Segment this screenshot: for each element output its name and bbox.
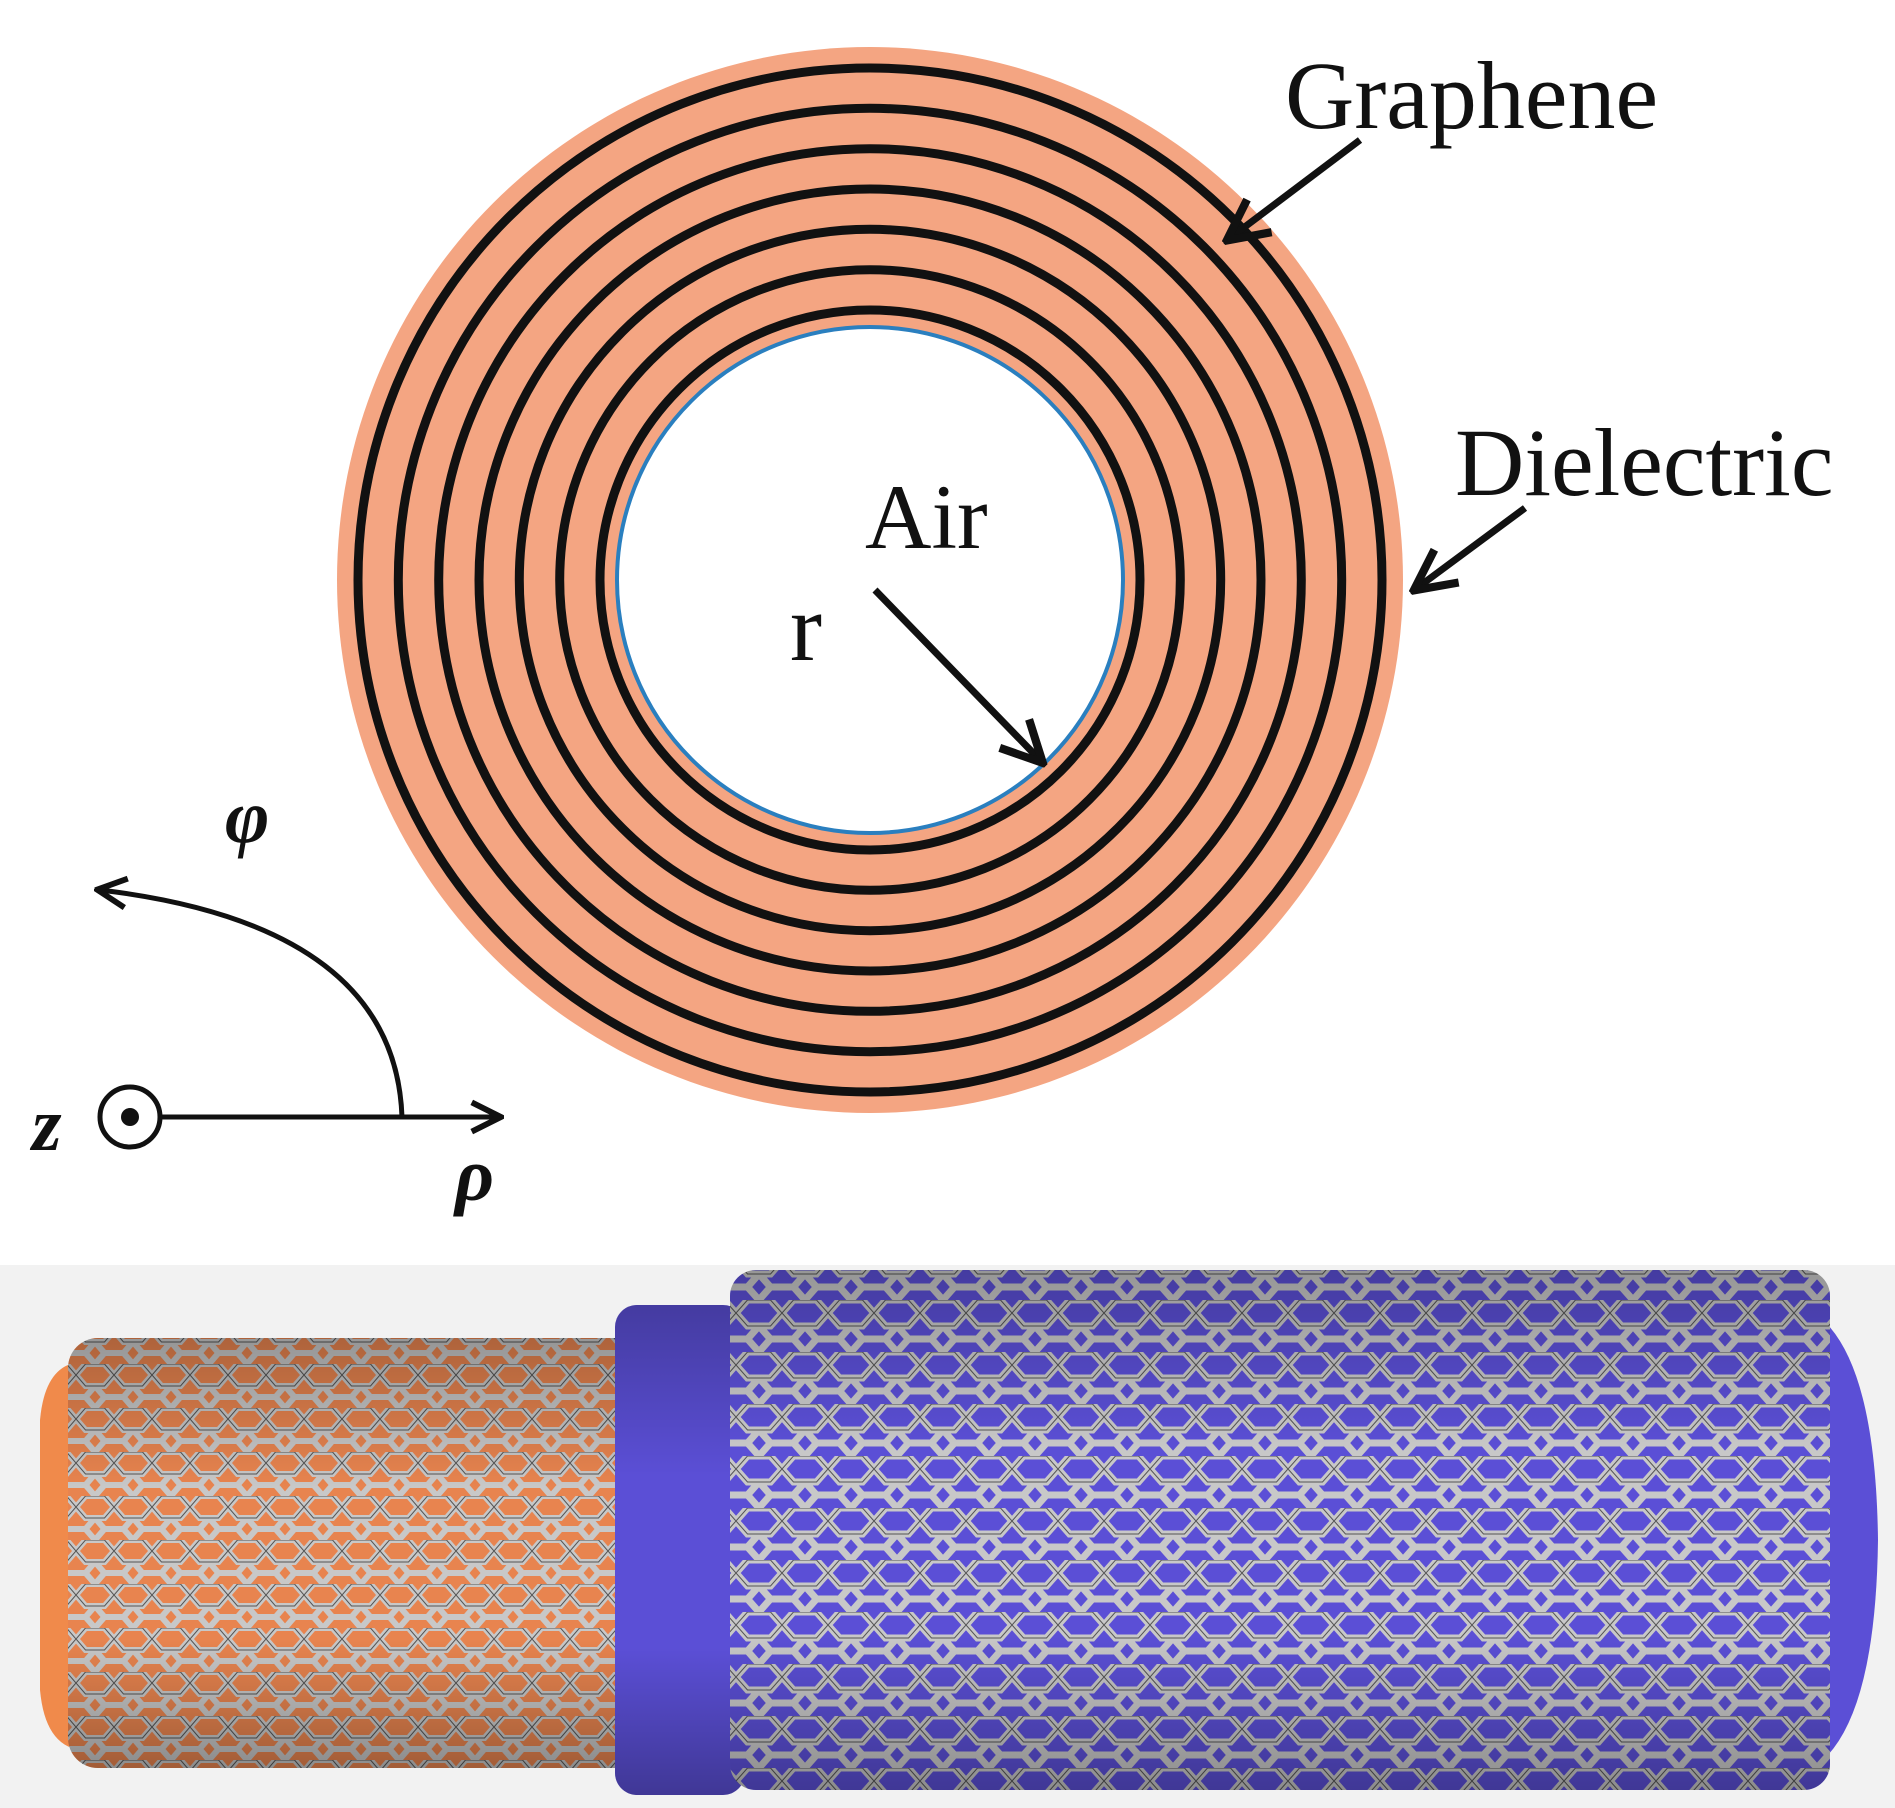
radius-label: r [790,574,822,681]
graphene-ring [353,63,1387,1097]
graphene-ring [474,184,1266,976]
graphene-arrow [1230,137,1363,238]
graphene-ring [393,103,1347,1057]
air-core [615,325,1125,835]
cross-section [337,47,1403,1113]
air-label: Air [865,466,988,568]
phi-arc [100,890,405,1118]
nanotube-3d-view [0,1265,1895,1808]
graphene-label: Graphene [1285,42,1658,149]
z-label: z [29,1083,62,1167]
graphene-ring [555,265,1185,895]
radius-arrow [872,587,1040,760]
coordinate-axes [100,890,498,1150]
graphene-rings [353,63,1387,1097]
graphene-ring [595,305,1145,855]
rho-label: ρ [453,1133,494,1217]
graphene-ring [434,144,1306,1016]
graphene-ring [514,224,1226,936]
dielectric-arrow [1417,505,1528,588]
phi-label: φ [225,775,269,859]
dielectric-label: Dielectric [1455,409,1833,516]
z-axis-dot [121,1108,139,1126]
